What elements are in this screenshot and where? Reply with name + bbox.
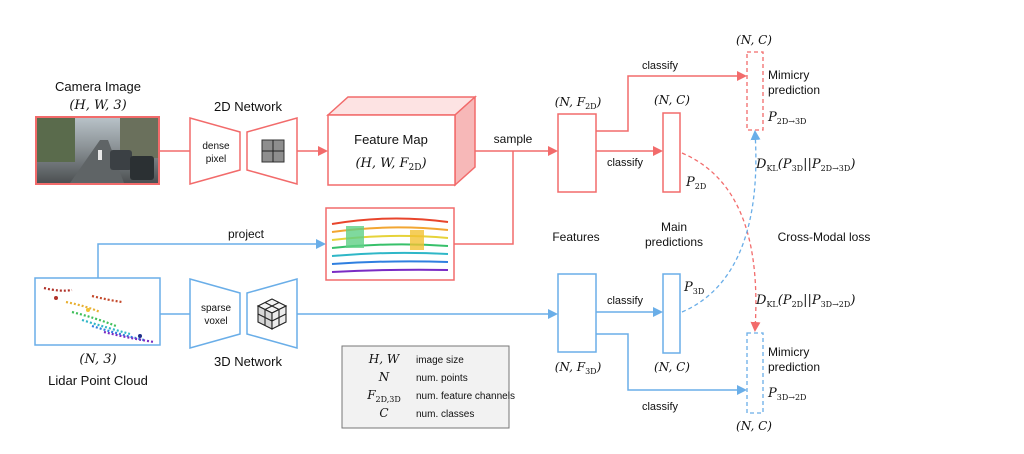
features-3d-to-mimicry-bottom-arrow	[596, 333, 747, 395]
classify-label-top: classify	[642, 60, 679, 72]
lidar-project-arrow	[97, 239, 326, 278]
main-pred-2d-box	[662, 112, 681, 193]
3d-encoder-label-line2: voxel	[204, 316, 227, 327]
main-pred-2d-symbol: P2D	[685, 175, 706, 191]
2d-encoder-trapezoid	[189, 117, 241, 185]
camera-image-title: Camera Image	[55, 79, 141, 94]
main-pred-3d-box	[662, 273, 681, 354]
3d-network-title: 3D Network	[214, 354, 282, 369]
voxel-cube-icon	[256, 298, 288, 330]
legend-description: num. feature channels	[416, 391, 515, 402]
main-pred-3d-shape: (N, C)	[654, 360, 690, 374]
main-predictions-label-line2: predictions	[645, 235, 703, 249]
2d-encoder-label-line1: dense	[202, 141, 230, 152]
mimicry-top-symbol: P2D→3D	[767, 110, 806, 126]
legend-symbol: H, W	[368, 352, 401, 366]
legend-description: image size	[416, 355, 464, 366]
3d-encoder-label-line1: sparse	[201, 303, 231, 314]
lidar-point-cloud-image	[34, 277, 161, 346]
mimicry-bottom-shape: (N, C)	[736, 419, 772, 433]
p3d-to-mimicry-top-dashed-arrow	[681, 130, 761, 313]
kl-divergence-top: DKL(P3D||P2D→3D)	[755, 157, 855, 173]
features-2d-box	[557, 113, 597, 193]
main-pred-2d-shape: (N, C)	[654, 93, 690, 107]
2d-encoder-label-line2: pixel	[206, 154, 227, 165]
legend-symbol: C	[379, 406, 388, 420]
features-2d-shape: (N, F2D)	[555, 95, 602, 111]
mimicry-top-label-line2: prediction	[768, 83, 820, 97]
project-label: project	[228, 227, 265, 241]
features-3d-box	[557, 273, 597, 353]
main-predictions-label-line1: Main	[661, 220, 687, 234]
classify-label-bottom: classify	[642, 401, 679, 413]
feature-map-cube	[326, 95, 477, 187]
cross-modal-loss-label: Cross-Modal loss	[778, 230, 871, 244]
legend-description: num. points	[416, 373, 468, 384]
sample-label: sample	[494, 132, 533, 146]
camera-image-thumbnail	[35, 116, 160, 185]
mimicry-bottom-box	[746, 332, 764, 414]
3d-encoder-trapezoid	[189, 278, 241, 349]
mimicry-top-box	[746, 51, 764, 131]
kl-divergence-bottom: DKL(P2D||P3D→2D)	[755, 293, 855, 309]
features-label: Features	[552, 230, 599, 244]
features-2d-to-mimicry-top-arrow	[596, 71, 747, 132]
p2d-to-mimicry-bottom-dashed-arrow	[681, 152, 761, 332]
feature-map-title: Feature Map	[354, 132, 428, 147]
classify-label-3d: classify	[607, 295, 644, 307]
mimicry-bottom-label-line2: prediction	[768, 360, 820, 374]
mimicry-bottom-symbol: P3D→2D	[767, 386, 806, 402]
grid-icon	[261, 139, 285, 163]
mimicry-top-shape: (N, C)	[736, 33, 772, 47]
2d-network-title: 2D Network	[214, 99, 282, 114]
legend-description: num. classes	[416, 409, 474, 420]
features-3d-shape: (N, F3D)	[555, 360, 602, 376]
camera-image-shape: (H, W, 3)	[69, 98, 126, 113]
legend-symbol: F2D,3D	[366, 388, 401, 404]
lidar-point-cloud-shape: (N, 3)	[79, 352, 116, 367]
main-pred-3d-symbol: P3D	[683, 280, 704, 296]
legend-symbol: N	[378, 370, 390, 384]
projected-point-image	[325, 207, 455, 281]
classify-label-2d: classify	[607, 157, 644, 169]
mimicry-top-label-line1: Mimicry	[768, 68, 809, 82]
feature-map-shape: (H, W, F2D)	[355, 156, 426, 173]
projected-image-to-sample-line	[454, 151, 514, 245]
mimicry-bottom-label-line1: Mimicry	[768, 345, 809, 359]
lidar-point-cloud-title: Lidar Point Cloud	[48, 373, 148, 388]
